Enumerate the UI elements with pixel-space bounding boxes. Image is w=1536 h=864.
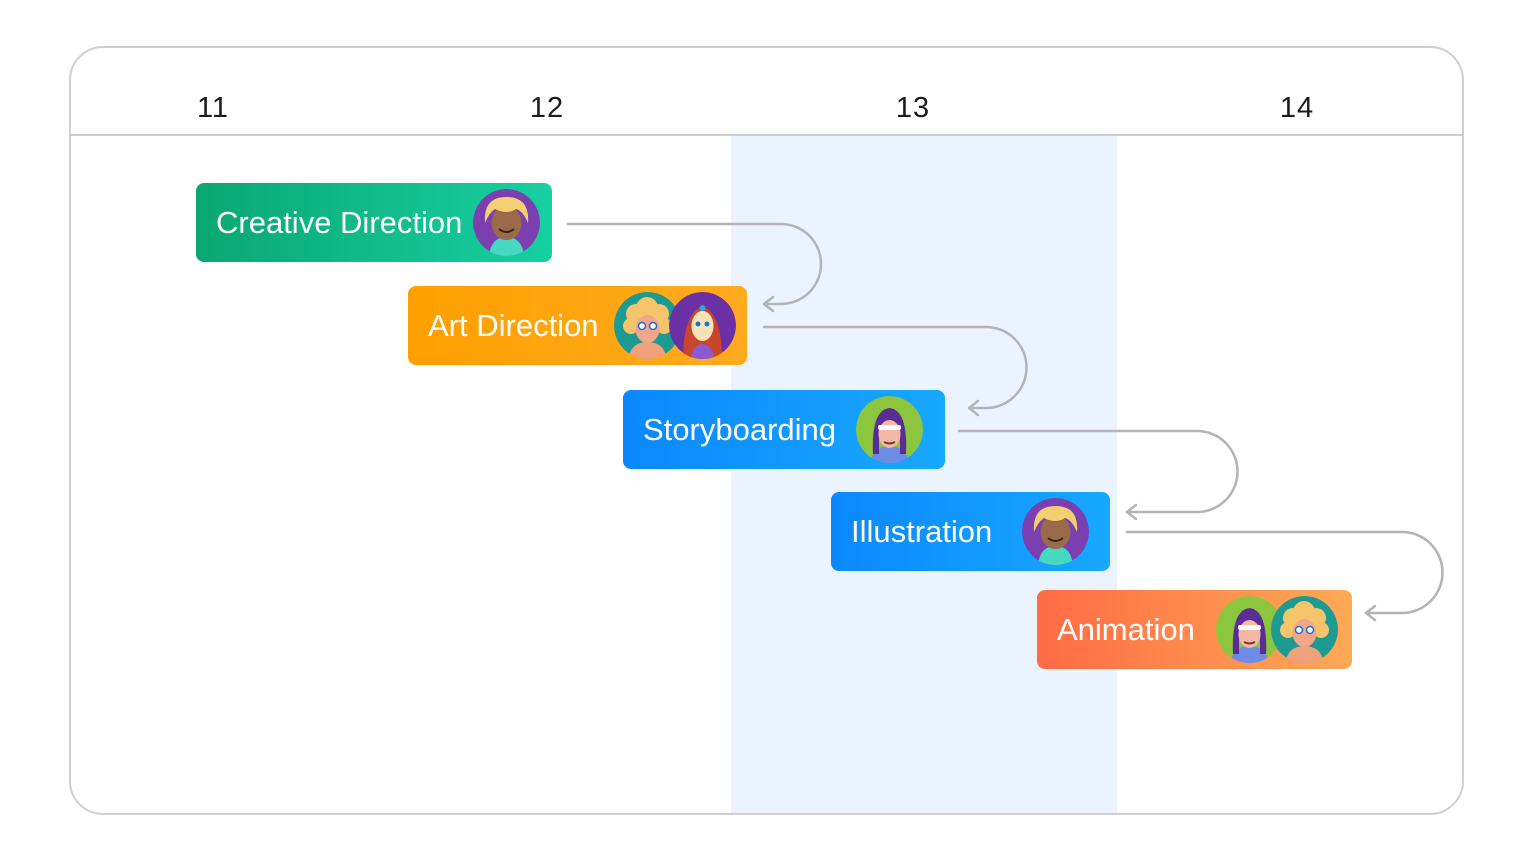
gantt-chart-frame: 11 12 13 14 Creative Direction bbox=[69, 46, 1464, 815]
task-bar-illustration[interactable]: Illustration bbox=[831, 492, 1110, 571]
day-label-14: 14 bbox=[1279, 92, 1315, 124]
header-divider bbox=[71, 134, 1462, 136]
avatar[interactable] bbox=[1216, 596, 1283, 663]
task-bar-storyboarding[interactable]: Storyboarding bbox=[623, 390, 945, 469]
task-bar-art-direction[interactable]: Art Direction bbox=[408, 286, 747, 365]
task-label: Animation bbox=[1057, 611, 1195, 647]
avatar[interactable] bbox=[614, 292, 681, 359]
avatar[interactable] bbox=[1022, 498, 1089, 565]
day-label-11: 11 bbox=[196, 92, 230, 124]
avatar[interactable] bbox=[856, 396, 923, 463]
task-label: Creative Direction bbox=[216, 204, 463, 240]
avatar-curly-hair-teal-bg-icon bbox=[1271, 596, 1338, 663]
day-label-13: 13 bbox=[895, 92, 931, 124]
today-column-highlight bbox=[731, 136, 1117, 813]
day-label-12: 12 bbox=[529, 92, 565, 124]
avatar[interactable] bbox=[1271, 596, 1338, 663]
avatar[interactable] bbox=[473, 189, 540, 256]
task-label: Storyboarding bbox=[643, 411, 837, 447]
avatar-yellow-hair-purple-bg-icon bbox=[473, 189, 540, 256]
task-label: Illustration bbox=[851, 513, 993, 549]
avatar-curly-hair-teal-bg-icon bbox=[614, 292, 681, 359]
avatar-red-hair-purple-bg-icon bbox=[669, 292, 736, 359]
avatar[interactable] bbox=[669, 292, 736, 359]
avatar-purple-hair-green-bg-icon bbox=[1216, 596, 1283, 663]
task-bar-creative-direction[interactable]: Creative Direction bbox=[196, 183, 552, 262]
task-bar-animation[interactable]: Animation bbox=[1037, 590, 1352, 669]
avatar-purple-hair-green-bg-icon bbox=[856, 396, 923, 463]
avatar-yellow-hair-purple-bg-icon bbox=[1022, 498, 1089, 565]
task-label: Art Direction bbox=[428, 307, 599, 343]
